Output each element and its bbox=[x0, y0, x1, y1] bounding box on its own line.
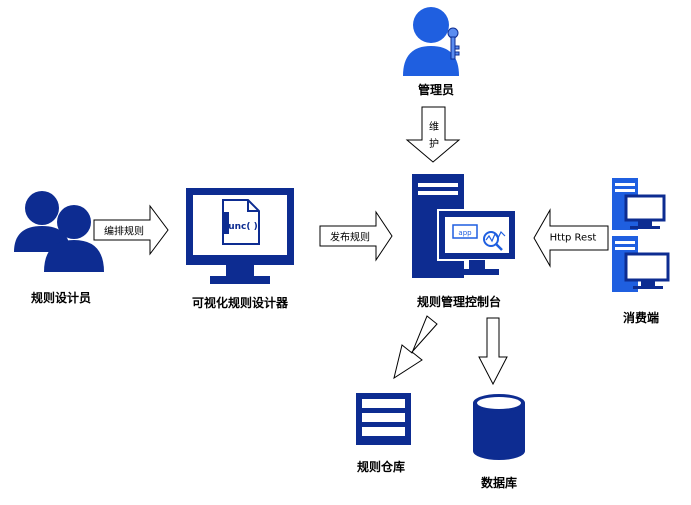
key-icon bbox=[447, 27, 460, 60]
app-label: app bbox=[458, 229, 472, 237]
edge-label-maintain-2: 护 bbox=[429, 139, 439, 150]
label-console: 规则管理控制台 bbox=[416, 295, 502, 309]
admin-icon bbox=[403, 7, 459, 76]
edge-label-maintain-1: 维 bbox=[429, 122, 439, 133]
label-rule-designer: 规则设计员 bbox=[30, 291, 92, 305]
func-label: func( ) bbox=[224, 222, 257, 232]
rule-repo-icon bbox=[356, 393, 411, 445]
rule-designer-icon bbox=[14, 191, 104, 272]
label-rule-repo: 规则仓库 bbox=[356, 460, 406, 474]
arrow-maintain bbox=[405, 106, 461, 163]
edge-label-http-rest: Http Rest bbox=[549, 232, 597, 244]
arrow-to-rule-repo bbox=[393, 315, 438, 380]
arrow-publish bbox=[319, 210, 393, 262]
arrow-to-database bbox=[478, 317, 508, 386]
arrow-http-rest bbox=[533, 208, 609, 268]
func-document-icon bbox=[222, 199, 260, 245]
console-monitor-icon bbox=[437, 209, 517, 275]
label-admin: 管理员 bbox=[417, 83, 455, 97]
edge-label-orchestrate: 编排规则 bbox=[104, 226, 144, 238]
edge-label-publish: 发布规则 bbox=[330, 232, 370, 244]
label-consumer: 消费端 bbox=[622, 311, 660, 325]
arrow-orchestrate bbox=[93, 204, 169, 256]
label-visual-designer: 可视化规则设计器 bbox=[191, 296, 289, 310]
database-icon bbox=[473, 394, 525, 460]
label-database: 数据库 bbox=[480, 476, 518, 490]
consumer-icon bbox=[612, 178, 670, 292]
